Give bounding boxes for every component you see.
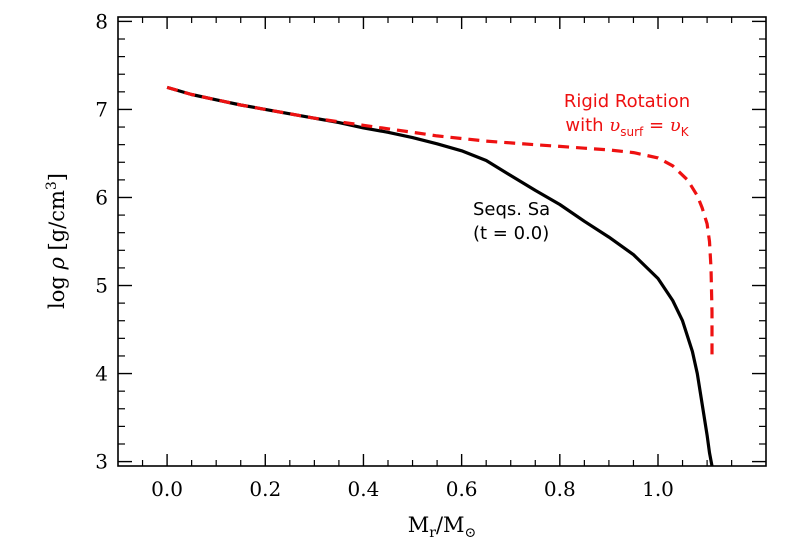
annotation-time: (t = 0.0) xyxy=(473,223,549,244)
y-tick-label: 5 xyxy=(95,274,108,298)
x-tick-label: 1.0 xyxy=(642,477,674,501)
annotation-seqs-sa: Seqs. Sa xyxy=(473,199,550,220)
series-layer xyxy=(166,85,714,467)
x-tick-label: 0.6 xyxy=(446,477,478,501)
y-tick-label: 4 xyxy=(95,362,108,386)
axis-ticks xyxy=(118,17,766,466)
x-tick-label: 0.8 xyxy=(544,477,576,501)
y-tick-label: 3 xyxy=(95,450,108,474)
y-tick-label: 6 xyxy=(95,185,108,209)
y-axis-title: log ρ [g/cm3] xyxy=(44,173,69,309)
x-tick-label: 0.0 xyxy=(151,477,183,501)
x-tick-label: 0.2 xyxy=(249,477,281,501)
annotation-vsurf-vk: with υsurf = υK xyxy=(565,115,689,139)
x-tick-label: 0.4 xyxy=(348,477,380,501)
annotation-rigid-rotation: Rigid Rotation xyxy=(564,91,690,112)
y-tick-label: 8 xyxy=(95,9,108,33)
plot-frame xyxy=(117,16,767,467)
tick-labels: 0.0 0.2 0.4 0.6 0.8 1.0 3 4 5 6 7 8 xyxy=(95,9,674,501)
x-axis-title: Mr/M⊙ xyxy=(408,513,477,541)
seqs-sa-line xyxy=(166,85,714,467)
rigid-rotation-line xyxy=(166,85,714,356)
y-tick-label: 7 xyxy=(95,97,108,121)
